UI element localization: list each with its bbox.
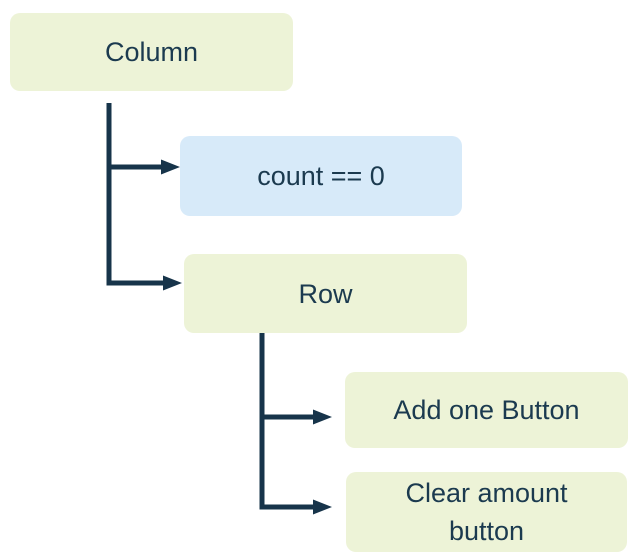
edge-row-clear-arrow-icon <box>313 499 332 515</box>
node-clear-amount-button: Clear amount button <box>346 472 627 552</box>
node-add-one-button: Add one Button <box>345 372 628 448</box>
edge-row-addone-arrow-icon <box>313 409 332 425</box>
edge-column-row-arrow-icon <box>163 275 182 291</box>
node-row: Row <box>184 254 467 333</box>
node-column: Column <box>10 13 293 91</box>
edge-column-condition-arrow-icon <box>161 159 180 175</box>
node-count-condition: count == 0 <box>180 136 462 216</box>
